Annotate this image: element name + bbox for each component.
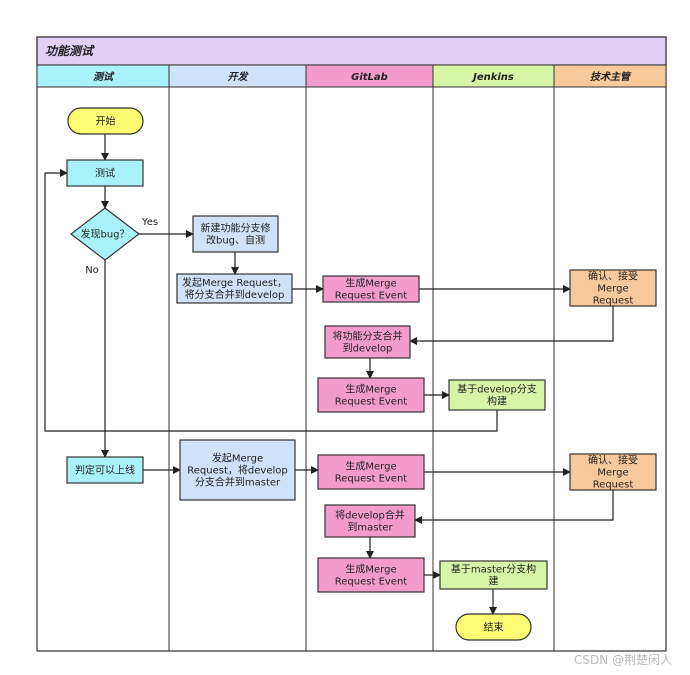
node-ok1-text-2: Request xyxy=(593,296,634,307)
process-shape xyxy=(322,275,420,303)
process-shape xyxy=(569,453,657,491)
edge-ok1-merge1 xyxy=(409,306,614,345)
node-ev4-text-0: 生成Merge xyxy=(345,563,396,576)
lane-label-lead: 技术主管 xyxy=(590,71,632,83)
node-ev1-text-1: Request Event xyxy=(335,291,408,302)
watermark: CSDN @荆楚闲人 xyxy=(574,653,672,667)
process-shape xyxy=(317,557,425,593)
node-merge1-text-0: 将功能分支合并 xyxy=(333,330,403,343)
process-shape xyxy=(176,273,293,304)
edge-label-bug-newbranch: Yes xyxy=(141,217,158,228)
decision-shape xyxy=(70,207,140,261)
process-shape xyxy=(66,159,144,187)
node-start: 开始 xyxy=(67,107,144,135)
node-newbranch-text-1: 改bug、自测 xyxy=(206,234,265,247)
process-shape xyxy=(192,215,279,253)
node-judge-text-0: 判定可以上线 xyxy=(75,464,135,477)
node-ok1-text-1: Merge xyxy=(597,284,628,295)
node-merge2-text-0: 将develop合并 xyxy=(335,509,405,522)
lane-label-dev: 开发 xyxy=(228,71,250,83)
node-end-text-0: 结束 xyxy=(484,621,504,634)
node-build1-text-1: 构建 xyxy=(487,395,507,408)
node-test: 测试 xyxy=(66,159,144,187)
process-shape xyxy=(324,504,416,538)
lane-label-jenkins: Jenkins xyxy=(471,72,514,83)
diagram-title: 功能测试 xyxy=(45,44,95,58)
terminal-shape xyxy=(455,613,532,641)
node-merge2-text-1: 到master xyxy=(347,522,393,534)
process-shape xyxy=(317,377,425,413)
process-shape xyxy=(439,560,548,590)
node-judge: 判定可以上线 xyxy=(66,456,144,484)
node-ev1-text-0: 生成Merge xyxy=(345,277,396,290)
node-build1-text-0: 基于develop分支 xyxy=(457,383,537,396)
node-newbranch-text-0: 新建功能分支修 xyxy=(201,222,271,235)
process-shape xyxy=(66,456,144,484)
node-test-text-0: 测试 xyxy=(95,167,115,180)
node-bug: 发现bug？ xyxy=(70,207,140,261)
node-ev3-text-0: 生成Merge xyxy=(345,460,396,473)
node-mr2-text-0: 发起Merge xyxy=(212,452,263,465)
terminal-shape xyxy=(67,107,144,135)
edge-ok2-merge2 xyxy=(414,490,614,524)
node-mr2-text-1: Request，将develop xyxy=(187,465,287,477)
node-ok2-text-0: 确认、接受 xyxy=(588,454,638,467)
node-mr1: 发起Merge Request，将分支合并到develop xyxy=(176,273,293,304)
process-shape xyxy=(448,379,546,411)
node-start-text-0: 开始 xyxy=(96,115,116,128)
node-mr1-text-1: 将分支合并到develop xyxy=(185,288,285,301)
process-shape xyxy=(179,439,296,501)
node-ok2-text-2: Request xyxy=(593,480,634,491)
edge-build1-test xyxy=(44,169,498,432)
node-ev2-text-1: Request Event xyxy=(335,397,408,408)
node-bug-text-0: 发现bug？ xyxy=(80,228,129,241)
process-shape xyxy=(324,325,411,359)
node-ev3-text-1: Request Event xyxy=(335,474,408,485)
node-mr2-text-2: 分支合并到master xyxy=(195,476,281,489)
node-ev4-text-1: Request Event xyxy=(335,577,408,588)
edge-label-bug-judge: No xyxy=(85,265,99,276)
process-shape xyxy=(317,454,425,490)
title-bar xyxy=(36,36,667,66)
node-mr1-text-0: 发起Merge Request， xyxy=(182,276,287,289)
node-build2-text-0: 基于master分支构 xyxy=(451,563,536,576)
node-ev2-text-0: 生成Merge xyxy=(345,383,396,396)
process-shape xyxy=(569,269,657,307)
node-end: 结束 xyxy=(455,613,532,641)
lane-label-gitlab: GitLab xyxy=(351,72,388,83)
node-merge1-text-1: 到develop xyxy=(343,343,393,355)
node-build2-text-1: 建 xyxy=(489,575,499,588)
node-ok2-text-1: Merge xyxy=(597,468,628,479)
lane-label-test: 测试 xyxy=(93,71,115,83)
node-ok1-text-0: 确认、接受 xyxy=(588,270,638,283)
